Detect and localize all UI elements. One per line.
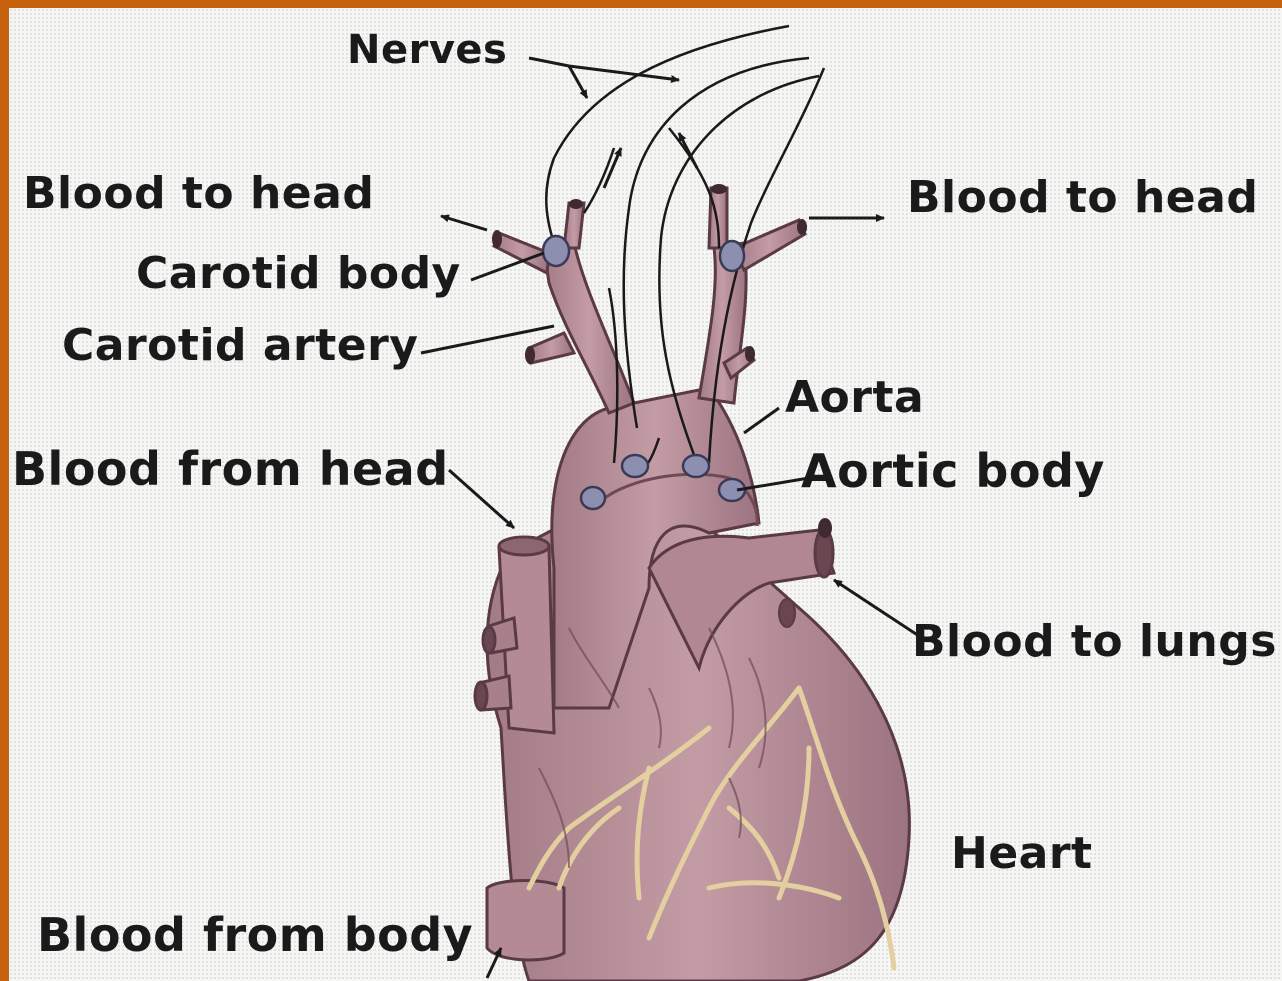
- diagram-canvas: Nerves Blood to head Blood to head Carot…: [9, 8, 1282, 981]
- vena-cava-opening: [499, 537, 549, 555]
- aortic-body-3: [683, 455, 709, 477]
- label-carotid-artery: Carotid artery: [62, 324, 419, 368]
- inferior-vena-cava: [487, 881, 564, 960]
- label-aortic-body: Aortic body: [801, 448, 1105, 494]
- label-carotid-body: Carotid body: [136, 252, 461, 296]
- label-blood-to-head-right: Blood to head: [907, 176, 1258, 220]
- left-carotid-body: [543, 236, 569, 266]
- label-aorta: Aorta: [785, 376, 924, 420]
- aortic-body-1: [581, 487, 605, 509]
- artery-cut-ends: [492, 184, 807, 364]
- pulmonary-upper-stub: [818, 518, 832, 538]
- neck-arteries: [494, 188, 805, 413]
- label-heart: Heart: [951, 832, 1093, 876]
- aortic-body-2: [622, 455, 648, 477]
- label-blood-to-lungs: Blood to lungs: [912, 620, 1277, 664]
- pulmonary-lower-stub: [779, 599, 795, 627]
- label-blood-to-head-left: Blood to head: [23, 172, 374, 216]
- label-blood-from-head: Blood from head: [12, 446, 449, 492]
- right-carotid-body: [720, 241, 744, 271]
- label-nerves: Nerves: [347, 30, 507, 70]
- label-blood-from-body: Blood from body: [37, 912, 473, 958]
